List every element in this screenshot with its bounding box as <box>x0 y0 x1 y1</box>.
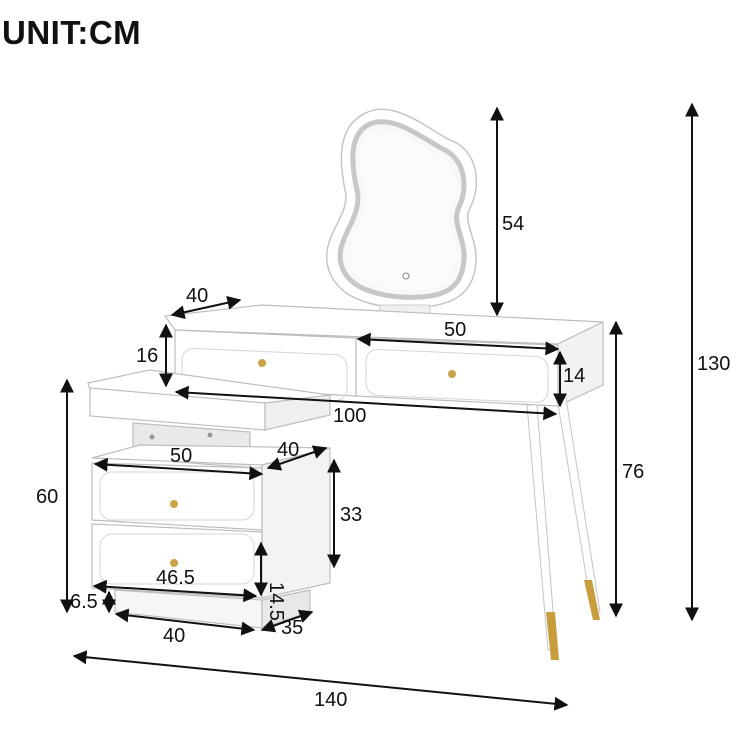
mirror <box>326 108 478 316</box>
touch-switch-icon <box>402 272 410 280</box>
desk-legs <box>526 397 601 660</box>
dim-top-drawer-depth: 40 <box>186 285 208 307</box>
dim-cabinet-top-width: 50 <box>170 445 192 467</box>
dim-cabinet-top-depth: 40 <box>277 439 299 461</box>
dimension-labels: 54 130 40 50 16 14 100 76 60 50 40 33 14… <box>36 213 730 711</box>
drawer-handle-icon <box>170 559 178 567</box>
cabinet-side-panel <box>261 447 331 599</box>
dim-base-width: 40 <box>163 625 185 647</box>
side-cabinet <box>87 369 331 629</box>
dim-lower-drawer-width: 46.5 <box>156 567 195 589</box>
dim-drawer-height-left: 16 <box>136 345 158 367</box>
dim-overall-height: 130 <box>697 353 730 375</box>
dimension-lines <box>60 102 699 711</box>
dim-drawer-height-right: 14 <box>563 365 585 387</box>
drawer-handle-icon <box>448 370 456 378</box>
drawer-handle-icon <box>170 500 178 508</box>
dim-base-height: 6.5 <box>70 591 98 613</box>
mirror-glass <box>349 130 456 290</box>
unit-label: UNIT:CM <box>2 14 142 51</box>
dim-cabinet-drawer-height: 33 <box>340 504 362 526</box>
dim-lower-drawer-height: 14.5 <box>265 582 287 621</box>
dim-top-drawer-width: 50 <box>444 319 466 341</box>
dim-cabinet-height: 60 <box>36 486 58 508</box>
dim-desktop-width: 100 <box>333 405 366 427</box>
dim-table-height: 76 <box>622 461 644 483</box>
drawer-handle-icon <box>258 359 266 367</box>
dim-overall-width: 140 <box>314 689 347 711</box>
dim-base-depth: 35 <box>281 617 303 639</box>
dim-mirror-height: 54 <box>502 213 524 235</box>
